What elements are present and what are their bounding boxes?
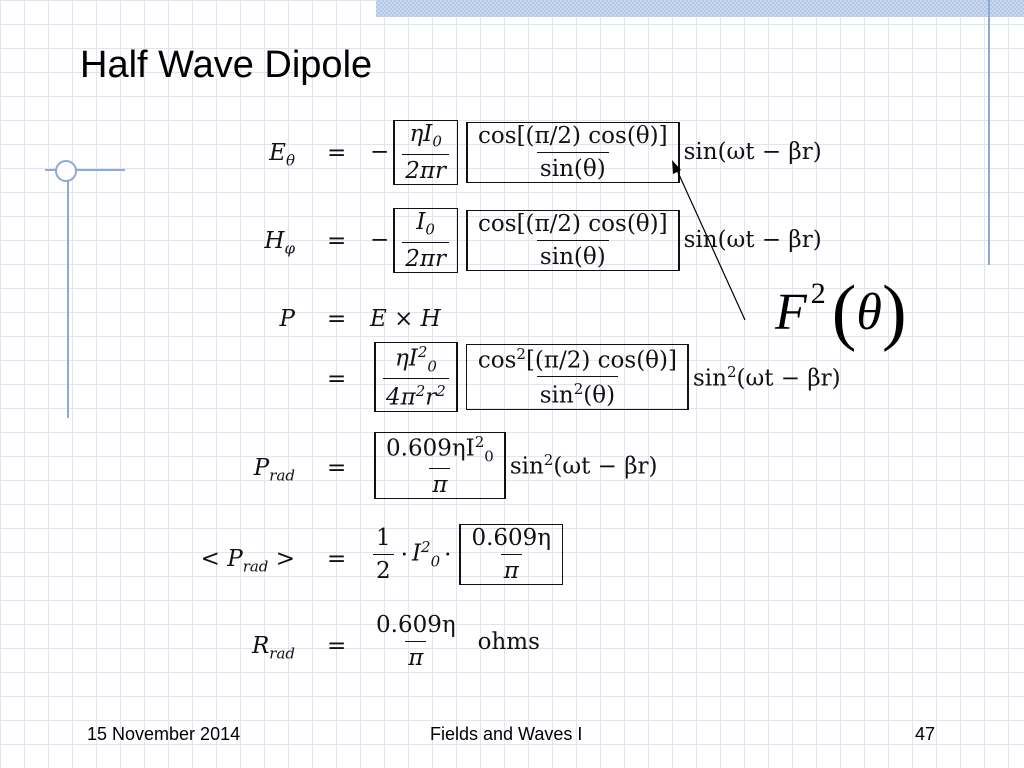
numerator-text: cos[(π/2) cos(θ)] (478, 122, 668, 149)
denominator-text: sin (539, 383, 574, 410)
equals-sign: = (327, 228, 347, 254)
slide-title: Half Wave Dipole (80, 44, 373, 86)
subscript: 0 (484, 447, 494, 466)
lhs-sub-rad: rad (269, 466, 295, 485)
footer-course: Fields and Waves I (430, 724, 583, 744)
cross-product: E × H (370, 306, 441, 332)
bracket-group: cos2[(π/2) cos(θ)] sin2(θ) (465, 343, 690, 411)
bracket-group: I0 2πr (393, 208, 459, 273)
equals-sign: = (327, 455, 347, 481)
bracket-group: cos[(π/2) cos(θ)] sin(θ) (466, 209, 680, 271)
superscript: 2 (474, 433, 485, 451)
f-symbol: F (775, 283, 807, 341)
equals-sign: = (327, 306, 347, 332)
lhs-e: E (269, 140, 286, 166)
numerator-text: cos[(π/2) cos(θ)] (478, 210, 668, 237)
denominator-text: 2 (373, 554, 394, 584)
subscript: 0 (427, 357, 437, 376)
lhs-sub-phi: φ (284, 239, 295, 258)
subscript: 0 (425, 220, 435, 239)
theta-symbol: θ (856, 283, 882, 341)
decorative-line-left (67, 170, 69, 418)
wave-term: sin(ωt − βr) (683, 139, 822, 166)
current-symbol: I (411, 541, 422, 568)
denominator-text: π (429, 468, 451, 498)
wave-term: sin2(ωt − βr) (509, 451, 658, 480)
numerator-text: 0.609ηI (386, 435, 475, 462)
lhs-sub-theta: θ (285, 151, 295, 170)
numerator-text: 0.609η (471, 525, 552, 551)
decorative-crossline (45, 169, 125, 171)
decorative-line-right (988, 0, 990, 265)
wave-term: sin(ωt − βr) (683, 227, 822, 254)
unit-ohms: ohms (477, 628, 540, 655)
lhs-sub-rad: rad (242, 557, 269, 576)
numerator-text: ηI (394, 345, 418, 372)
footer-date: 15 November 2014 (87, 724, 241, 744)
superscript: 2 (516, 344, 526, 363)
superscript: 2 (417, 343, 428, 361)
lhs-sub-rad: rad (269, 644, 295, 663)
denominator-text: 2πr (402, 153, 450, 184)
lhs-r: R (251, 633, 270, 659)
numerator-text: cos (477, 347, 517, 374)
numerator-text: ηI (409, 121, 433, 147)
superscript: 2 (415, 382, 426, 401)
dot-operator: · (444, 541, 452, 568)
wave-term: sin2(ωt − βr) (692, 362, 841, 392)
denominator-text: sin(θ) (536, 239, 609, 270)
decorative-circle (55, 160, 77, 182)
denominator-text: π (500, 554, 522, 584)
numerator-text: 1 (376, 525, 391, 551)
denominator-text: r (425, 384, 437, 411)
superscript: 2 (421, 538, 431, 557)
superscript: 2 (436, 382, 446, 401)
numerator-text: 0.609η (376, 612, 456, 638)
dot-operator: · (400, 541, 408, 568)
footer-page-number: 47 (915, 724, 936, 744)
bracket-group: cos[(π/2) cos(θ)] sin(θ) (466, 121, 680, 183)
equals-sign: = (327, 366, 347, 392)
bracket-group: 0.609η π (459, 524, 564, 585)
denominator-text: 4π (386, 384, 416, 411)
minus-sign: − (370, 227, 390, 254)
close-paren: ) (881, 271, 907, 353)
bracket-group: ηI0 2πr (393, 120, 459, 185)
open-paren: ( (831, 271, 857, 353)
superscript: 2 (573, 380, 584, 399)
bracket-group: 0.609ηI20 π (374, 432, 506, 500)
lhs-avg-p: < P (200, 546, 243, 572)
denominator-text: sin(θ) (536, 151, 609, 182)
subscript: 0 (430, 552, 441, 571)
numerator-text: I (416, 209, 426, 235)
lhs-h: H (264, 228, 285, 254)
equals-sign: = (327, 140, 347, 166)
minus-sign: − (370, 139, 390, 166)
bracket-group: ηI20 4π2r2 (374, 342, 458, 412)
denominator-text: (θ) (583, 383, 616, 410)
lhs-avg-close: > (268, 546, 295, 572)
lhs-p-vector: P (279, 306, 295, 332)
pattern-function-label: F 2 ( θ ) (775, 275, 907, 349)
denominator-text: π (405, 641, 427, 671)
lhs-p: P (253, 455, 270, 481)
equals-sign: = (327, 546, 347, 572)
subscript: 0 (432, 132, 442, 151)
denominator-text: 2πr (402, 241, 450, 272)
equals-sign: = (327, 633, 347, 659)
f-exponent: 2 (810, 277, 826, 310)
top-decorative-band (376, 0, 1024, 17)
numerator-text: [(π/2) cos(θ)] (525, 347, 677, 374)
